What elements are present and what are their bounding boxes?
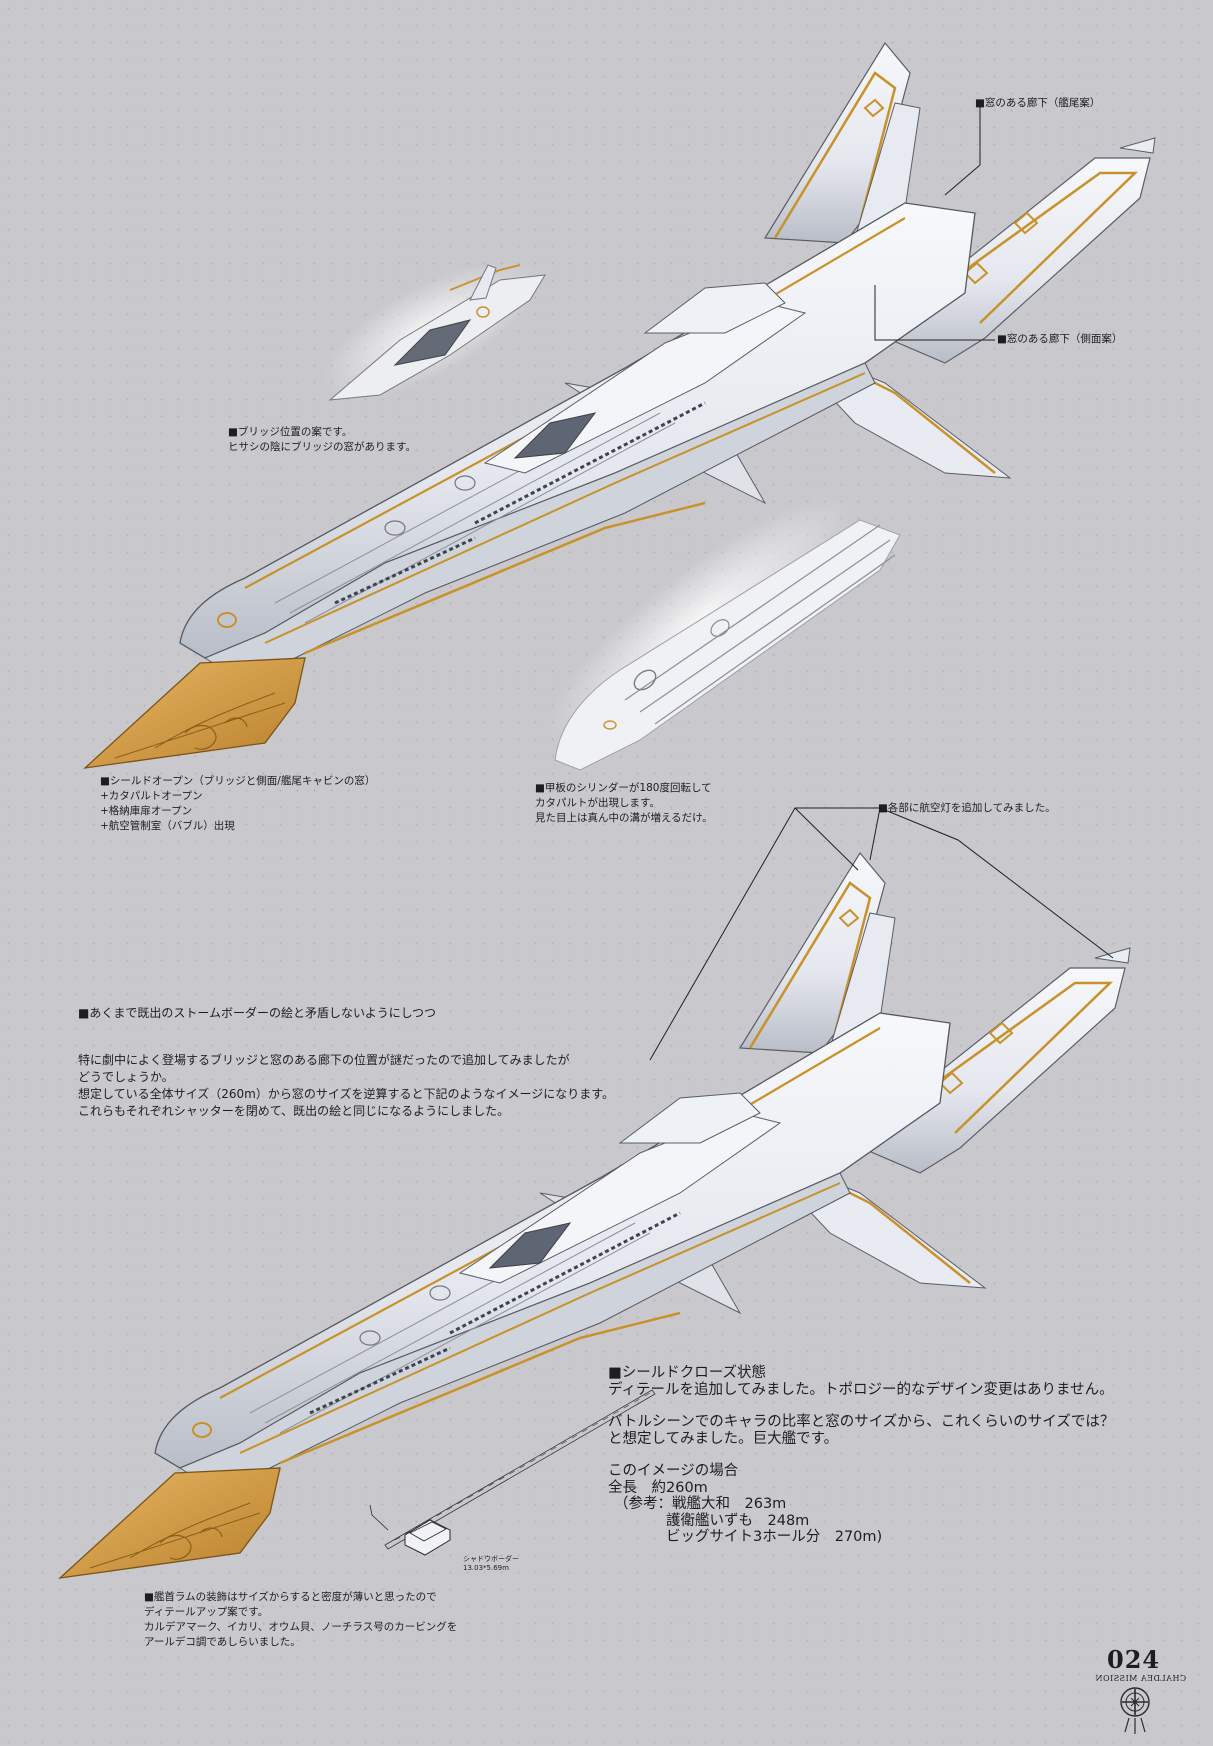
note-navigation-lights: ■各部に航空灯を追加してみました。 xyxy=(878,802,1056,814)
bridge-variant-ghost xyxy=(321,261,546,401)
page-number: 024 xyxy=(1107,1645,1161,1674)
intro-heading: ■あくまで既出のストームボーダーの絵と矛盾しないようにしつつ xyxy=(78,1006,437,1020)
note-bridge: ■ブリッジ位置の案です。 ヒサシの陰にブリッジの窓があります。 xyxy=(228,426,416,453)
page-signature: CHALDEA MISSION xyxy=(1095,1674,1187,1683)
note-corridor-tail: ■窓のある廊下（艦尾案） xyxy=(975,97,1101,109)
shield-closed-title: ■シールドクローズ状態 xyxy=(608,1365,766,1381)
note-ram-decoration: ■艦首ラムの装飾はサイズからすると密度が薄いと思ったので ディテールアップ案です… xyxy=(144,1591,458,1648)
intro-text: ■あくまで既出のストームボーダーの絵と矛盾しないようにしつつ 特に劇中によく登場… xyxy=(78,1006,615,1118)
chaldea-emblem-icon xyxy=(1120,1687,1150,1734)
note-corridor-side: ■窓のある廊下（側面案） xyxy=(997,333,1123,345)
note-deck-cylinder: ■甲板のシリンダーが180度回転して カタパルトが出現します。 見た目上は真ん中… xyxy=(535,782,713,824)
note-shield-open: ■シールドオープン（ブリッジと側面/艦尾キャビンの窓） +カタパルトオープン +… xyxy=(100,775,376,832)
shadow-border-label: シャドウボーダー 13.03*5.69m xyxy=(463,1555,519,1572)
shadow-border-vehicle xyxy=(369,1504,451,1556)
leader-lines xyxy=(649,106,1114,1061)
shield-closed-text: ■シールドクローズ状態 ディテールを追加してみました。トポロジー的なデザイン変更… xyxy=(608,1365,1115,1545)
catapult-variant-ghost xyxy=(547,496,901,771)
scale-bar xyxy=(384,1389,656,1550)
